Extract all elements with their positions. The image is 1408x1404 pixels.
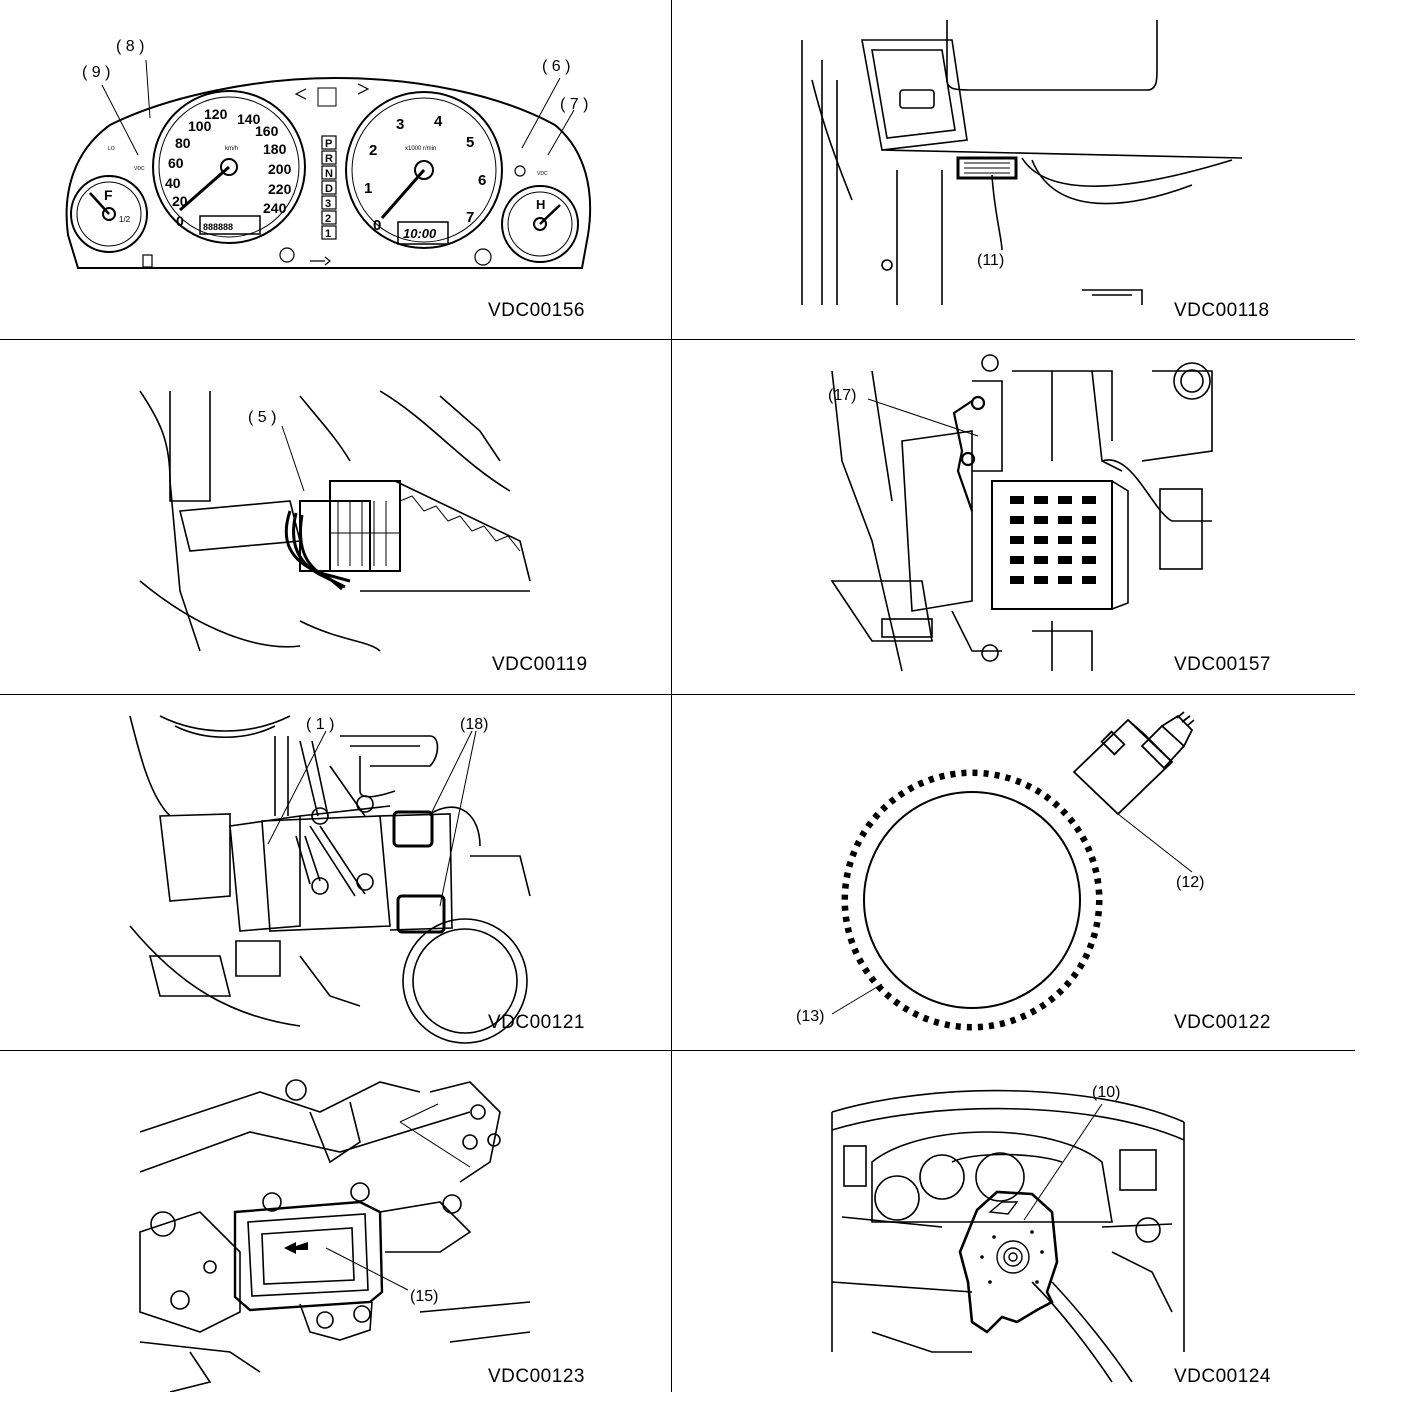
wheel-speed-sensor-illustration (831, 711, 1195, 1031)
figure-code: VDC00123 (488, 1366, 585, 1387)
horizontal-divider (0, 339, 1355, 340)
tacho-tick-label: 7 (466, 209, 474, 226)
tacho-tick-label: 3 (396, 116, 404, 133)
speedo-tick-label: 100 (188, 118, 212, 134)
gear-indicator: 1 (325, 228, 331, 240)
speedo-tick-label: 60 (168, 155, 184, 171)
callout-12: (12) (1176, 874, 1205, 891)
horizontal-divider (0, 1050, 1355, 1051)
panel-hydraulic-unit: ( 1 ) (18) VDC00121 (0, 696, 670, 1048)
tacho-tick-label: 6 (478, 172, 486, 189)
speedo-unit: km/h (225, 146, 238, 152)
callout-15: (15) (410, 1288, 439, 1305)
figure-code: VDC00124 (1174, 1366, 1271, 1387)
lamp-label: VDC (537, 171, 548, 177)
vdc-module-illustration (830, 354, 1213, 672)
callout-6: ( 6 ) (542, 58, 571, 75)
speedo-tick-label: 180 (263, 141, 287, 157)
callout-17: (17) (828, 387, 857, 404)
speedo-tick-label: 220 (268, 181, 292, 197)
lamp-label: VDC (134, 166, 145, 172)
diagnosis-connector-illustration (801, 20, 1243, 305)
tacho-unit: x1000 r/min (405, 146, 436, 152)
callout-7: ( 7 ) (560, 96, 589, 113)
speedo-tick-label: 120 (204, 106, 228, 122)
callout-5: ( 5 ) (248, 409, 277, 426)
tacho-tick-label: 0 (373, 217, 381, 234)
gear-indicator: 2 (325, 213, 331, 225)
panel-yaw-rate-sensor: (15) VDC00123 (0, 1052, 670, 1404)
speedo-tick-label: 80 (175, 135, 191, 151)
fuel-full-label: F (104, 187, 113, 203)
gear-indicator: N (325, 168, 333, 180)
fuel-half-label: 1/2 (119, 215, 131, 224)
figure-code: VDC00122 (1174, 1012, 1271, 1033)
tacho-tick-label: 5 (466, 134, 474, 151)
callout-18: (18) (460, 716, 489, 733)
clock-display: 10:00 (403, 226, 437, 241)
panel-steering-angle-sensor: (10) VDC00124 (672, 1052, 1342, 1404)
panel-vdc-connector: ( 5 ) VDC00119 (0, 341, 670, 693)
callout-10: (10) (1092, 1084, 1121, 1101)
odometer-display: 888888 (203, 222, 233, 232)
gear-indicator: D (325, 183, 333, 195)
callout-11: (11) (977, 252, 1005, 269)
tacho-tick-label: 1 (364, 180, 372, 197)
speedo-tick-label: 40 (165, 175, 181, 191)
vdc-connector-illustration (139, 390, 531, 652)
speedo-tick-label: 160 (255, 123, 279, 139)
callout-1: ( 1 ) (306, 716, 335, 733)
figure-code: VDC00118 (1174, 300, 1270, 321)
speedo-tick-label: 0 (176, 213, 184, 229)
steering-angle-sensor-illustration (831, 1089, 1185, 1383)
lamp-label: LO (108, 146, 115, 152)
figure-code: VDC00156 (488, 300, 585, 321)
combination-meter-illustration: 0 20 40 60 80 100 120 140 160 180 200 22… (65, 59, 592, 269)
panel-combination-meter: 0 20 40 60 80 100 120 140 160 180 200 22… (0, 0, 670, 352)
callout-13: (13) (796, 1008, 825, 1025)
speedo-tick-label: 20 (172, 193, 188, 209)
figure-code: VDC00121 (488, 1012, 585, 1033)
panel-vdc-module: (17) VDC00157 (672, 341, 1342, 693)
gear-indicator: 3 (325, 198, 331, 210)
callout-9: ( 9 ) (82, 64, 111, 81)
tacho-tick-label: 2 (369, 142, 377, 159)
yaw-rate-sensor-illustration (139, 1079, 531, 1392)
gear-indicator: R (325, 153, 333, 165)
vertical-divider (671, 0, 672, 1392)
speedo-tick-label: 140 (237, 111, 261, 127)
figure-code: VDC00157 (1174, 654, 1271, 675)
temp-hot-label: H (536, 197, 545, 212)
panel-wheel-speed-sensor: (12) (13) VDC00122 (672, 696, 1342, 1048)
hydraulic-unit-illustration (129, 715, 531, 1044)
figure-code: VDC00119 (492, 654, 588, 675)
panel-diagnosis-connector: (11) VDC00118 (672, 0, 1342, 352)
speedo-tick-label: 200 (268, 161, 292, 177)
horizontal-divider (0, 694, 1355, 695)
callout-8: ( 8 ) (116, 38, 145, 55)
gear-indicator: P (325, 138, 332, 150)
tacho-tick-label: 4 (434, 113, 443, 130)
speedo-tick-label: 240 (263, 200, 287, 216)
